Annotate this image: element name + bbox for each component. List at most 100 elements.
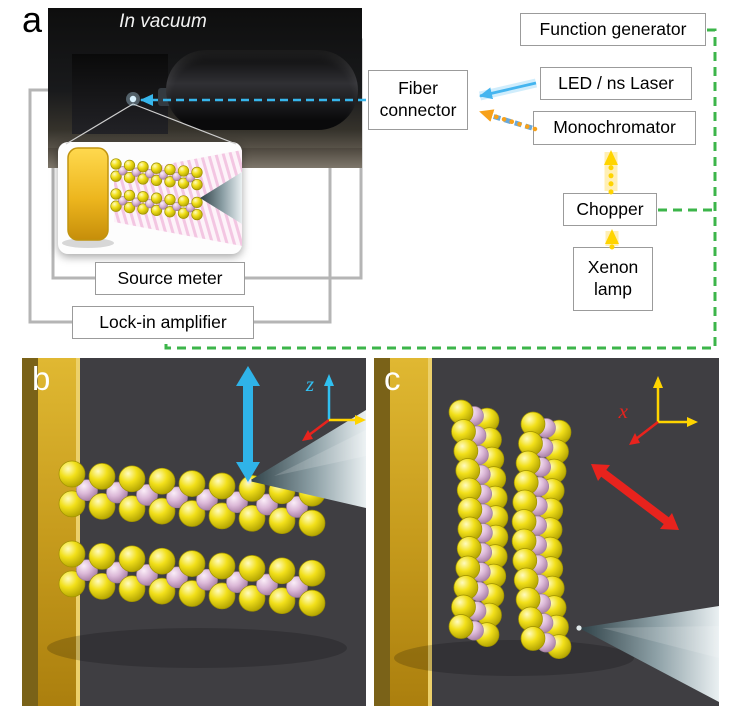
chalcogen-atom [208, 582, 236, 610]
axis-y-head-c [687, 417, 698, 427]
axis-z-label: z [305, 372, 314, 396]
chalcogen-atom [177, 165, 190, 177]
chalcogen-atom [118, 575, 146, 603]
chalcogen-atom [191, 208, 203, 221]
x-motion-arrow [599, 468, 671, 526]
axis-z-head-c [653, 376, 663, 388]
panel-b-label: b [32, 360, 51, 397]
chalcogen-atom [123, 171, 136, 184]
axis-x-label: x [618, 399, 629, 423]
chalcogen-atom [150, 192, 163, 204]
chalcogen-atom [88, 543, 116, 570]
gold-electrode-b [38, 358, 76, 706]
chalcogen-atom [58, 490, 86, 518]
tip-apex-c [576, 625, 582, 631]
chalcogen-atom [88, 572, 116, 600]
probe-tip-c [579, 606, 719, 702]
chalcogen-atom [208, 552, 236, 580]
chalcogen-atom [148, 577, 176, 605]
x-arrowhead-downright [660, 513, 679, 530]
chalcogen-atom [88, 492, 116, 520]
panel-b: z b [22, 358, 366, 706]
chalcogen-atom [110, 200, 122, 212]
objective-barrel [166, 50, 358, 130]
chalcogen-atom [238, 584, 266, 612]
gold-electrode-c [390, 358, 428, 706]
chalcogen-atom [191, 178, 203, 191]
chalcogen-atom [148, 497, 176, 525]
chalcogen-atom [448, 614, 474, 639]
chalcogen-atom [298, 559, 326, 587]
panel-a-label: a [22, 0, 43, 40]
box-monochromator: Monochromator [533, 111, 696, 145]
axis-x-line-c [635, 421, 659, 440]
chalcogen-atom [191, 196, 203, 209]
electrode-edge-b [76, 358, 80, 706]
box-lock-in-amplifier: Lock-in amplifier [72, 306, 254, 339]
tip-highlight-c [602, 626, 719, 658]
chalcogen-atom [118, 495, 146, 523]
chalcogen-atom [123, 159, 136, 172]
chalcogen-atom [164, 163, 176, 176]
chalcogen-atom [58, 460, 86, 488]
tip-highlight-b [274, 430, 366, 476]
axis-x-head-c [629, 433, 640, 445]
chalcogen-atom [137, 173, 149, 185]
stage-block [72, 54, 168, 134]
chalcogen-atom [150, 204, 163, 217]
chalcogen-atom [191, 166, 203, 179]
chalcogen-atom [110, 170, 122, 182]
chalcogen-atom [137, 161, 149, 173]
chalcogen-atom [148, 547, 176, 575]
chalcogen-atom [178, 550, 206, 577]
device-schematic-inset [58, 142, 242, 254]
gold-electrode-inset [67, 147, 109, 241]
chalcogen-atom [298, 509, 326, 537]
chalcogen-atom [177, 195, 190, 207]
axis-x-head-b [302, 430, 313, 441]
chalcogen-atom [118, 545, 146, 573]
box-chopper: Chopper [563, 193, 657, 226]
probe-tip-b [249, 410, 366, 508]
box-source-meter: Source meter [95, 262, 245, 295]
chalcogen-atom [150, 174, 163, 187]
floor-shadow-b [47, 628, 347, 668]
flake-lattice-b [58, 460, 326, 617]
chalcogen-atom [178, 580, 206, 607]
electrode-side-c [374, 358, 390, 706]
chalcogen-atom [238, 555, 266, 582]
z-arrowhead-down [236, 462, 260, 482]
electrode-edge-c [428, 358, 432, 706]
chalcogen-atom [150, 162, 163, 174]
x-arrowhead-upleft [591, 464, 610, 481]
box-fiber-connector: Fiber connector [368, 70, 468, 130]
chalcogen-atom [118, 465, 146, 493]
chalcogen-atom [123, 201, 136, 214]
panel-c: x c [374, 358, 719, 706]
panel-c-label: c [384, 360, 401, 397]
electrode-side-b [22, 358, 38, 706]
panel-c-render: x [374, 358, 719, 706]
chalcogen-atom [110, 158, 122, 170]
panel-b-render: z [22, 358, 366, 706]
electrode-shadow [62, 238, 114, 248]
chalcogen-atom [208, 502, 236, 530]
chalcogen-atom [58, 570, 86, 598]
chalcogen-atom [298, 589, 326, 617]
chalcogen-atom [58, 540, 86, 568]
z-arrowhead-up [236, 366, 260, 386]
axis-x-line-b [308, 419, 330, 436]
box-led-ns-laser: LED / ns Laser [540, 67, 692, 100]
chalcogen-atom [164, 193, 176, 206]
box-function-generator: Function generator [520, 13, 706, 46]
chalcogen-atom [268, 587, 296, 615]
flake-lattice-c [448, 399, 572, 659]
chalcogen-atom [178, 470, 206, 497]
chalcogen-atom [268, 507, 296, 535]
inset-drawing [62, 147, 242, 248]
chalcogen-atom [178, 500, 206, 527]
chalcogen-atom [137, 191, 149, 203]
axis-z-head [324, 374, 334, 386]
chalcogen-atom [238, 504, 266, 532]
